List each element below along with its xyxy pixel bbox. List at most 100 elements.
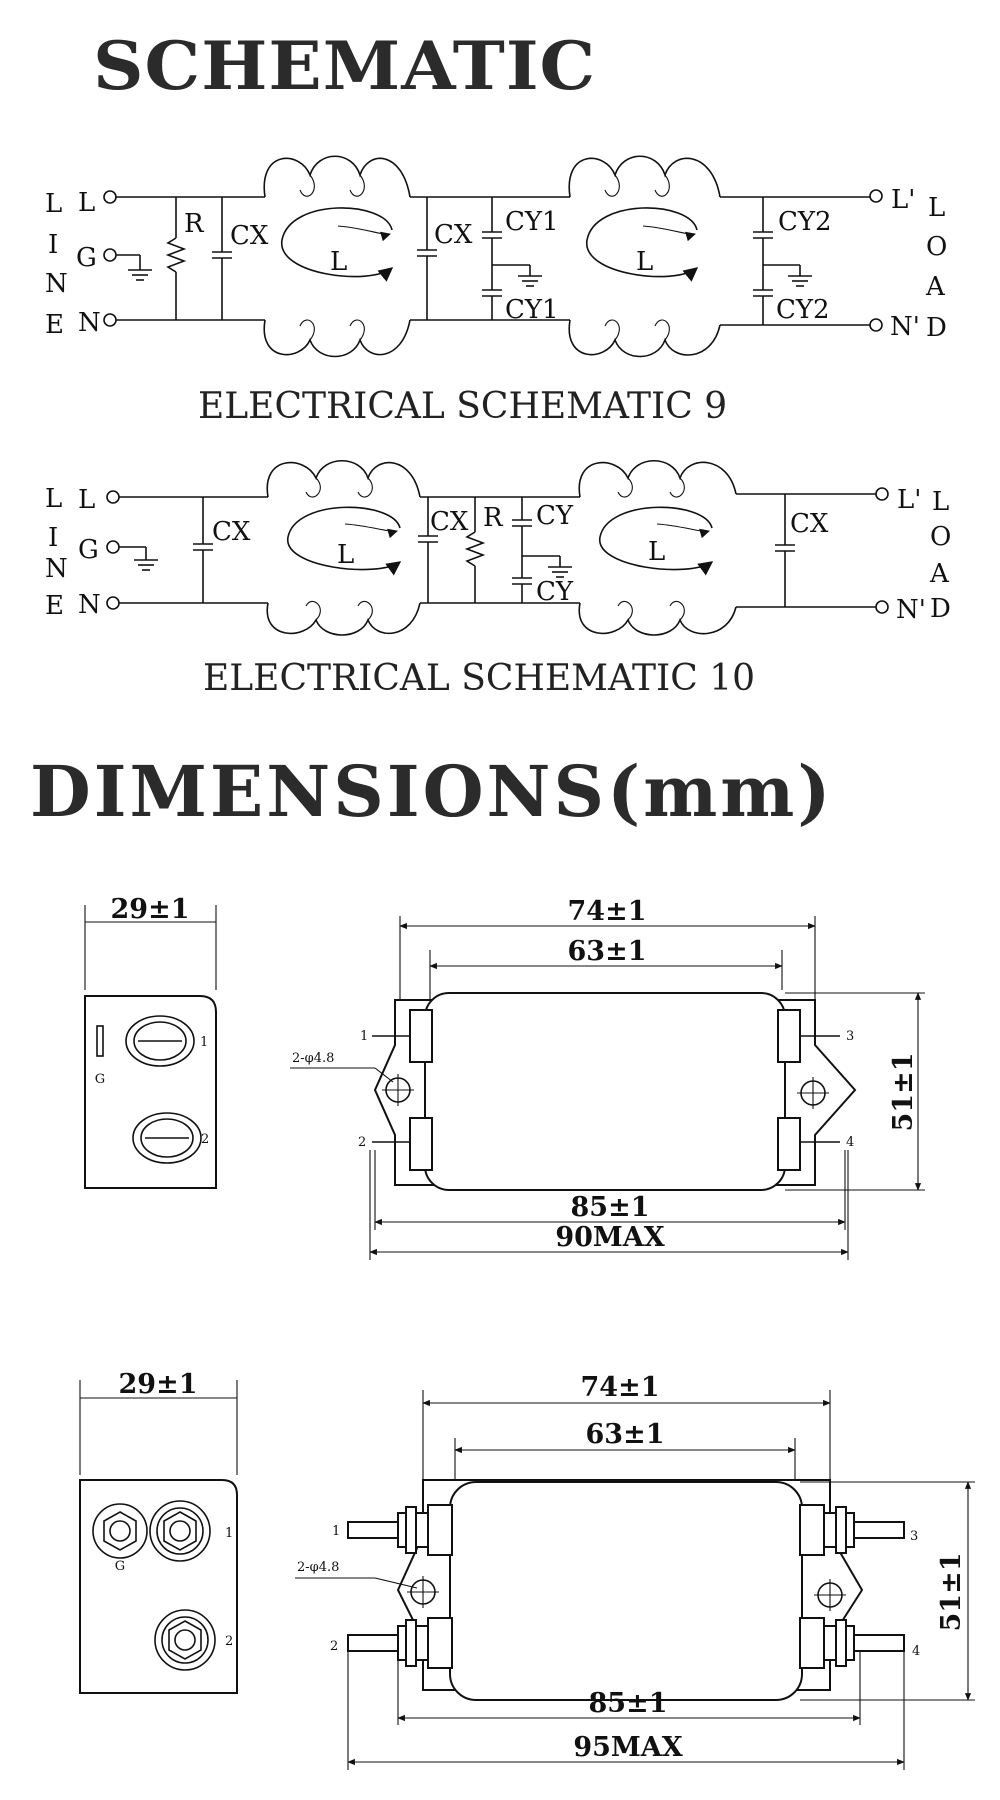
resistor-label: R bbox=[483, 503, 504, 533]
ground-label: G bbox=[115, 1559, 125, 1574]
terminal-n-out bbox=[875, 600, 889, 614]
terminal-1-stud bbox=[149, 1500, 211, 1562]
line-letter: N bbox=[45, 554, 68, 584]
dimension-51: 51±1 bbox=[888, 1053, 919, 1132]
pin-3-label: 3 bbox=[910, 1529, 918, 1544]
load-letter: O bbox=[926, 232, 947, 262]
pin-2-label: 2 bbox=[330, 1639, 338, 1654]
inductor-1-symbol bbox=[263, 155, 411, 358]
load-letter: A bbox=[929, 559, 950, 589]
cy-top-label: CY bbox=[536, 501, 574, 531]
cx2-label: CX bbox=[430, 507, 469, 537]
terminal-n-in-label: N bbox=[78, 590, 101, 620]
cy1-bottom-label: CY1 bbox=[505, 295, 559, 325]
side-housing bbox=[84, 995, 217, 1189]
electrical-schematic-10: L I N E L O A D L G N L' N' CX bbox=[45, 459, 951, 699]
dimension-drawing-2: 29±1 G 1 2 bbox=[79, 1369, 975, 1770]
side-width-dimension: 29±1 bbox=[111, 894, 190, 925]
resistor-label: R bbox=[184, 209, 205, 239]
filter-housing bbox=[449, 1481, 803, 1701]
terminal-2-screw bbox=[132, 1112, 202, 1164]
cy2-bottom-label: CY2 bbox=[776, 295, 830, 325]
pin-4-label: 4 bbox=[846, 1135, 854, 1150]
dimension-max: 90MAX bbox=[555, 1222, 664, 1253]
cx2-label: CX bbox=[434, 220, 473, 250]
dimension-74: 74±1 bbox=[568, 896, 647, 927]
hole-callout: 2-φ4.8 bbox=[297, 1560, 339, 1575]
schematic-9-caption: ELECTRICAL SCHEMATIC 9 bbox=[198, 386, 727, 427]
load-letter: D bbox=[926, 313, 947, 343]
pin-1-label: 1 bbox=[360, 1029, 368, 1044]
dimension-85: 85±1 bbox=[589, 1688, 668, 1719]
dimension-74: 74±1 bbox=[581, 1372, 660, 1403]
cy1-top-label: CY1 bbox=[505, 207, 559, 237]
terminal-n-in-label: N bbox=[78, 308, 101, 338]
cy-bottom-label: CY bbox=[536, 577, 574, 607]
dimension-63: 63±1 bbox=[568, 936, 647, 967]
inductor-1-symbol bbox=[266, 459, 421, 636]
side-width-dimension: 29±1 bbox=[119, 1369, 198, 1400]
dimension-51: 51±1 bbox=[936, 1553, 967, 1632]
schematic-10-caption: ELECTRICAL SCHEMATIC 10 bbox=[203, 658, 755, 699]
ground-stud bbox=[92, 1503, 148, 1559]
electrical-schematic-9: L I N E L O A D L G N L' N' bbox=[45, 155, 947, 427]
dimension-85: 85±1 bbox=[571, 1192, 650, 1223]
line-letter: N bbox=[45, 269, 68, 299]
side-pin-1-label: 1 bbox=[225, 1526, 233, 1541]
load-letter: L bbox=[928, 193, 945, 223]
line-letter: E bbox=[45, 310, 64, 340]
terminal-n-out bbox=[869, 318, 883, 332]
line-letter: L bbox=[45, 189, 62, 219]
resistor-symbol bbox=[165, 237, 187, 273]
line-letter: I bbox=[48, 230, 58, 260]
dimension-max: 95MAX bbox=[573, 1732, 682, 1763]
top-view: 74±1 63±1 1 2 bbox=[295, 1372, 975, 1770]
pin-1-label: 1 bbox=[332, 1524, 340, 1539]
inductor-2-label: L bbox=[648, 537, 665, 567]
hole-callout: 2-φ4.8 bbox=[292, 1051, 334, 1066]
side-view: 29±1 G 1 2 bbox=[84, 894, 217, 1189]
inductor-2-symbol bbox=[578, 459, 737, 636]
terminal-g bbox=[106, 540, 120, 554]
terminal-1-screw bbox=[125, 1015, 195, 1067]
terminal-g-label: G bbox=[76, 243, 97, 273]
load-letter: L bbox=[932, 487, 949, 517]
dimensions-heading: DIMENSIONS(mm) bbox=[30, 750, 834, 833]
top-view: 74±1 63±1 1 2 3 4 bbox=[290, 896, 925, 1260]
dimension-drawing-1: 29±1 G 1 2 74±1 bbox=[84, 894, 925, 1260]
side-housing bbox=[79, 1479, 238, 1694]
inductor-1-label: L bbox=[330, 247, 347, 277]
cx1-label: CX bbox=[212, 517, 251, 547]
line-letter: E bbox=[45, 591, 64, 621]
terminal-l-out bbox=[869, 189, 883, 203]
filter-housing bbox=[424, 992, 786, 1191]
side-pin-2-label: 2 bbox=[201, 1132, 209, 1147]
load-letter: D bbox=[930, 594, 951, 624]
pin-2-label: 2 bbox=[358, 1135, 366, 1150]
terminal-n-out-label: N' bbox=[890, 312, 920, 342]
terminal-n-in bbox=[103, 313, 117, 327]
cx3-label: CX bbox=[790, 509, 829, 539]
terminal-l-out-label: L' bbox=[897, 485, 921, 515]
inductor-2-label: L bbox=[636, 247, 653, 277]
terminal-2-stud bbox=[154, 1609, 216, 1671]
load-letter: A bbox=[925, 272, 946, 302]
cx1-label: CX bbox=[230, 221, 269, 251]
terminal-g bbox=[103, 248, 117, 262]
resistor-symbol bbox=[464, 531, 486, 567]
inductor-1-label: L bbox=[337, 540, 354, 570]
line-letter: L bbox=[45, 484, 62, 514]
load-letter: O bbox=[930, 522, 951, 552]
terminal-n-in bbox=[106, 596, 120, 610]
terminal-n-out-label: N' bbox=[896, 595, 926, 625]
line-letter: I bbox=[48, 523, 58, 553]
inductor-2-symbol bbox=[568, 155, 721, 358]
dimension-63: 63±1 bbox=[586, 1419, 665, 1450]
terminal-l-in bbox=[103, 190, 117, 204]
side-pin-2-label: 2 bbox=[225, 1634, 233, 1649]
schematic-heading: SCHEMATIC bbox=[93, 26, 597, 105]
terminal-l-out bbox=[875, 487, 889, 501]
ground-label: G bbox=[95, 1072, 105, 1087]
side-view: 29±1 G 1 2 bbox=[79, 1369, 238, 1694]
cy2-top-label: CY2 bbox=[778, 207, 832, 237]
